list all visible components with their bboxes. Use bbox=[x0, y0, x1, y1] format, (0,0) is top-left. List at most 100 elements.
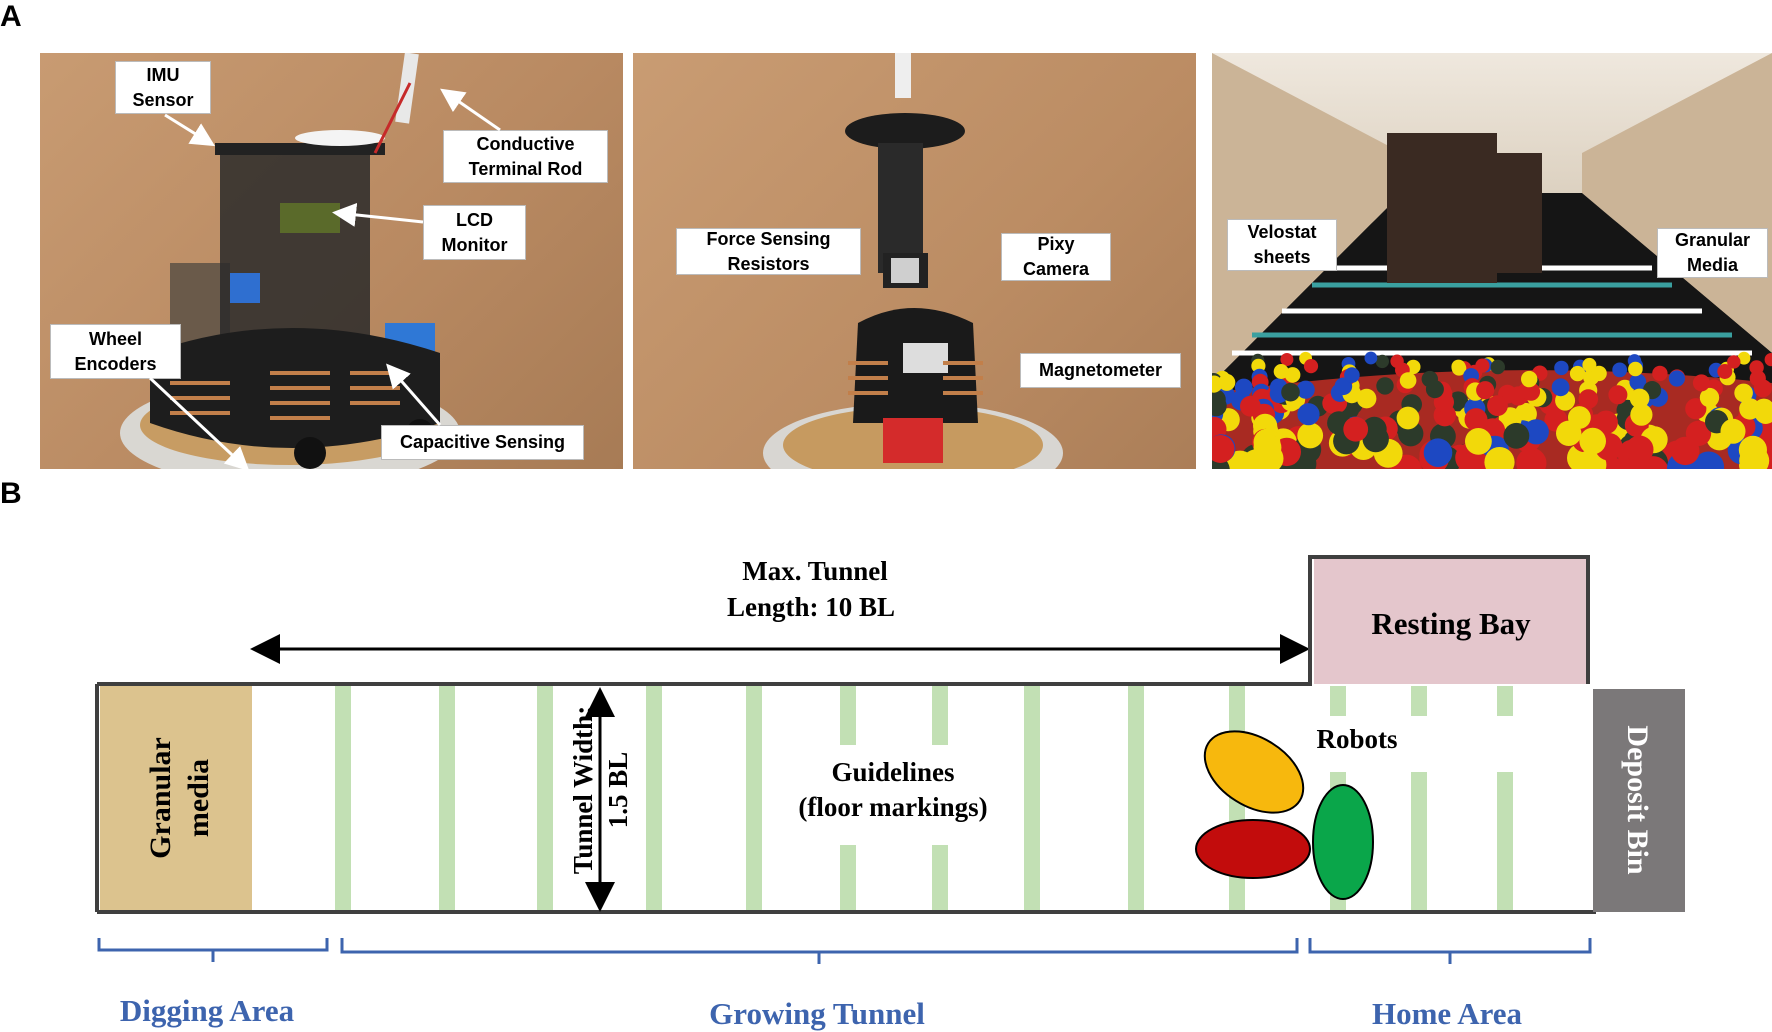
panel-label-b: B bbox=[0, 477, 22, 510]
robot-green bbox=[1312, 784, 1374, 900]
granular-ball bbox=[1629, 373, 1647, 391]
robots-label: Robots bbox=[1316, 724, 1397, 754]
granular-ball bbox=[1749, 370, 1766, 387]
granular-ball bbox=[1727, 355, 1741, 369]
granular-ball bbox=[1490, 359, 1505, 375]
growing-tunnel-label: Growing Tunnel bbox=[709, 996, 925, 1031]
granular-ball bbox=[1516, 447, 1547, 469]
tunnel-width-label-line1: Tunnel Width: bbox=[568, 706, 598, 874]
granular-ball bbox=[1754, 402, 1772, 424]
granular-ball bbox=[1551, 378, 1570, 397]
robot-yellow bbox=[1203, 730, 1305, 814]
granular-ball bbox=[1652, 365, 1668, 382]
granular-ball bbox=[1364, 351, 1378, 365]
granular-ball bbox=[1582, 357, 1597, 372]
granular-media-area bbox=[100, 686, 252, 910]
granular-ball bbox=[1737, 351, 1751, 365]
granular-ball bbox=[1739, 445, 1770, 469]
granular-ball bbox=[1554, 360, 1569, 376]
granular-ball bbox=[1668, 370, 1685, 387]
granular-ball bbox=[1396, 406, 1420, 430]
granular-ball bbox=[1476, 381, 1495, 400]
tunnel-photo bbox=[1212, 53, 1772, 469]
granular-ball bbox=[1376, 377, 1394, 395]
resting-bay-label: Resting Bay bbox=[1371, 606, 1531, 641]
max-tunnel-label-line1: Max. Tunnel bbox=[742, 556, 888, 586]
robot-illustration-1 bbox=[120, 53, 460, 469]
home-area-label: Home Area bbox=[1372, 996, 1523, 1031]
guidelines-label-line2: (floor markings) bbox=[798, 792, 987, 822]
granular-ball bbox=[1484, 447, 1515, 469]
deposit-bin bbox=[1593, 689, 1685, 912]
callout-magnetometer: Magnetometer bbox=[1020, 353, 1181, 388]
granular-ball bbox=[1734, 383, 1753, 403]
granular-ball bbox=[1273, 364, 1289, 379]
granular-ball bbox=[1451, 359, 1466, 374]
granular-ball bbox=[1569, 365, 1586, 382]
panel-label-a: A bbox=[0, 0, 22, 33]
granular-ball bbox=[1253, 443, 1284, 469]
granular-ball bbox=[1625, 435, 1654, 464]
granular-ball bbox=[1218, 373, 1236, 391]
callout-capacitive-sensing: Capacitive Sensing bbox=[381, 425, 584, 460]
granular-ball bbox=[1281, 382, 1300, 402]
max-tunnel-label-line2: Length: 10 BL bbox=[727, 592, 895, 622]
granular-ball bbox=[1671, 436, 1700, 466]
tunnel-width-label-line2: 1.5 BL bbox=[603, 752, 633, 829]
granular-media-label-line1: Granular bbox=[144, 737, 177, 859]
granular-ball bbox=[1629, 388, 1650, 409]
granular-ball bbox=[1568, 406, 1591, 429]
robot-red bbox=[1195, 819, 1311, 879]
granular-ball bbox=[1699, 387, 1720, 408]
granular-ball bbox=[1448, 391, 1469, 412]
granular-ball bbox=[1578, 389, 1599, 409]
granular-ball bbox=[1296, 380, 1315, 399]
tunnel-schematic: Max. Tunnel Length: 10 BL Resting Bay Gr… bbox=[95, 555, 1685, 1031]
granular-ball bbox=[1399, 372, 1417, 389]
resting-bay bbox=[1314, 559, 1586, 684]
granular-ball bbox=[1628, 361, 1643, 377]
granular-ball bbox=[1425, 380, 1444, 399]
tunnel-illustration bbox=[1212, 53, 1772, 469]
granular-ball bbox=[1344, 367, 1360, 383]
granular-ball bbox=[1284, 367, 1301, 383]
granular-ball bbox=[1487, 395, 1508, 416]
guidelines-label-line1: Guidelines bbox=[831, 757, 954, 787]
granular-ball bbox=[1523, 419, 1549, 445]
granular-ball bbox=[1608, 385, 1628, 405]
granular-ball bbox=[1475, 358, 1490, 373]
granular-ball bbox=[1465, 428, 1492, 455]
granular-ball bbox=[1764, 353, 1772, 367]
granular-ball bbox=[1612, 362, 1628, 378]
granular-ball bbox=[1685, 398, 1707, 420]
granular-ball bbox=[1356, 388, 1377, 409]
granular-ball bbox=[1280, 353, 1294, 366]
robot-sensors-photo bbox=[40, 53, 623, 469]
granular-ball bbox=[1693, 451, 1725, 469]
granular-ball bbox=[1591, 365, 1607, 382]
granular-ball bbox=[1212, 435, 1235, 463]
granular-ball bbox=[1720, 418, 1746, 444]
granular-ball bbox=[1464, 408, 1488, 432]
granular-ball bbox=[1334, 377, 1353, 396]
granular-ball bbox=[1303, 359, 1319, 374]
granular-ball bbox=[1717, 364, 1733, 379]
granular-ball bbox=[1361, 416, 1387, 442]
digging-area-label: Digging Area bbox=[120, 993, 295, 1028]
robot-illustration-2 bbox=[763, 53, 1063, 469]
granular-ball bbox=[1423, 438, 1453, 468]
granular-ball bbox=[1579, 427, 1606, 455]
granular-ball bbox=[1503, 422, 1530, 449]
granular-ball bbox=[1375, 354, 1389, 369]
granular-ball bbox=[1212, 395, 1227, 417]
granular-ball bbox=[1297, 403, 1320, 426]
granular-ball bbox=[1459, 450, 1491, 469]
granular-media-label-line2: media bbox=[182, 759, 215, 837]
granular-ball bbox=[1297, 422, 1324, 449]
granular-ball bbox=[1521, 370, 1538, 388]
